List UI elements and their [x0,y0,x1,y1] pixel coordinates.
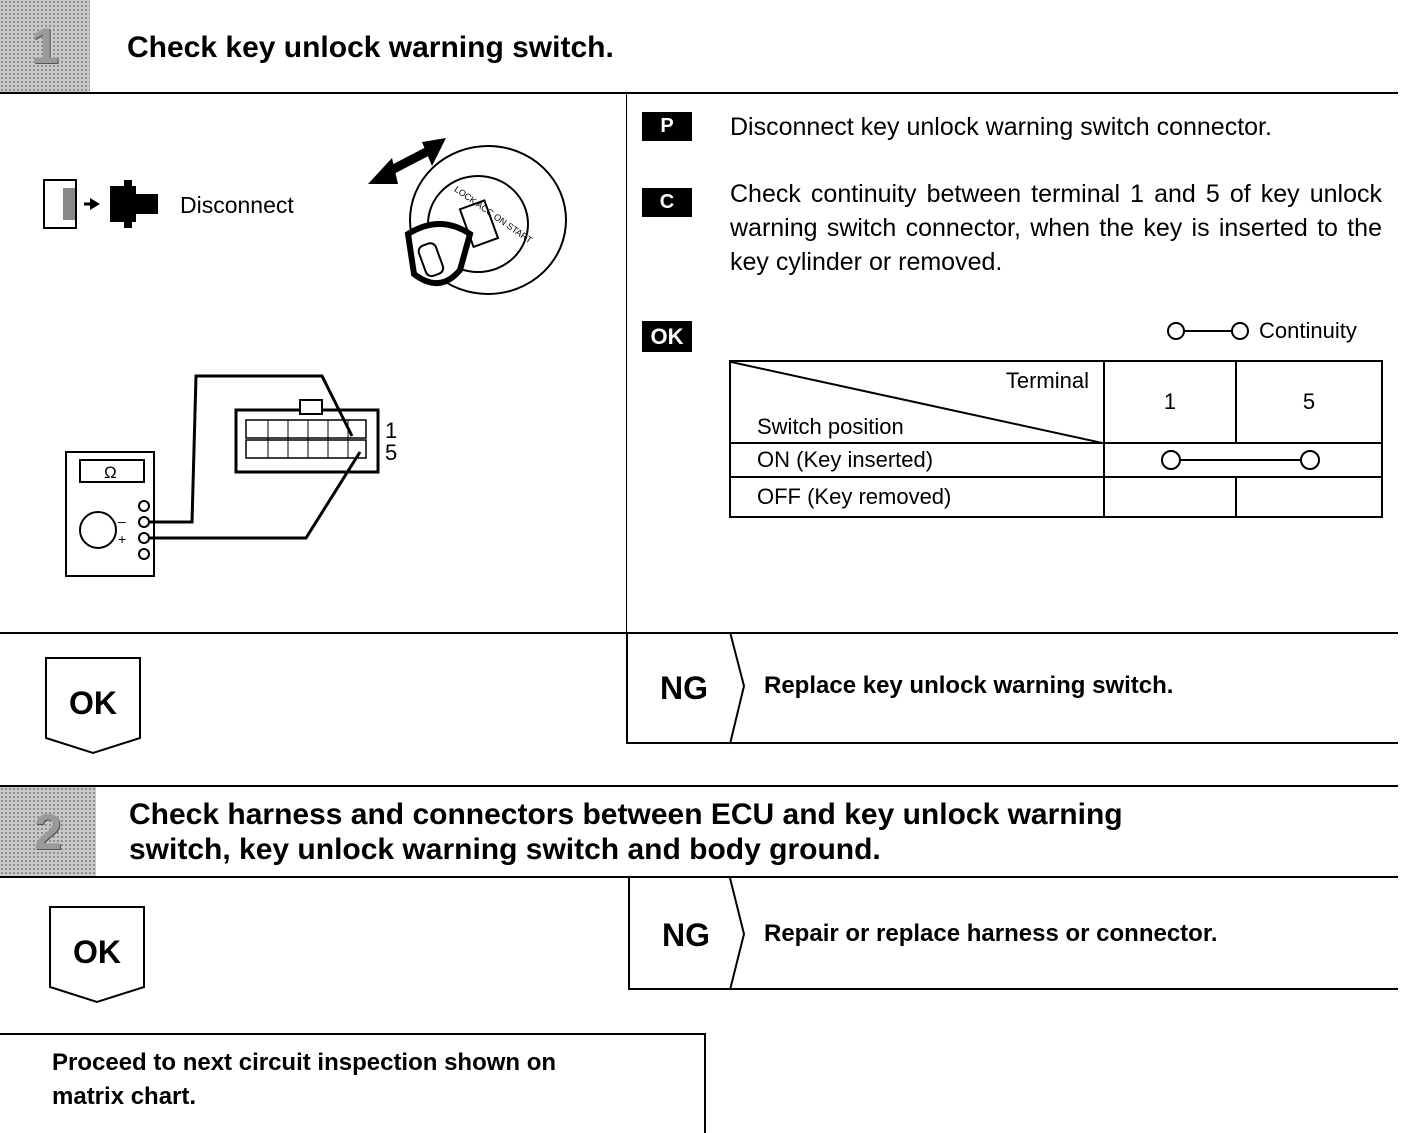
panel-divider [626,94,627,632]
step2-ng-label: NG [662,917,710,953]
cell-off-1 [1103,476,1237,518]
step2-ng-box [628,878,1398,991]
step1-ng-box [626,632,1398,745]
table-header-corner: Terminal Switch position [729,360,1107,444]
prep-badge: P [642,112,692,141]
connector-icon [234,399,380,474]
column-header-5: 5 [1235,360,1383,444]
ohmmeter-icon [65,451,155,577]
meter-plus: + [118,531,126,547]
meter-symbol: Ω [104,463,117,482]
row-label-off: OFF (Key removed) [729,476,1105,518]
step-title: Check key unlock warning switch. [127,31,614,64]
step1-ok-label: OK [69,685,117,721]
double-arrow-icon [368,138,446,184]
check-badge: C [642,188,692,217]
row-label-on: ON (Key inserted) [729,442,1105,478]
step2-ok-arrow[interactable]: OK [48,905,148,1005]
step2-title-line2: switch, key unlock warning switch and bo… [129,833,881,866]
header-divider [0,92,1398,94]
step-number-badge: 1 [0,0,90,92]
continuity-mark [1103,442,1383,478]
step1-ng-label: NG [660,670,708,706]
column-header-1: 1 [1103,360,1237,444]
ok-badge: OK [642,321,692,352]
continuity-mark-icon [1161,450,1320,470]
illustration: Disconnect Ω – + 1 5 LOCK ACC ON START [43,138,567,577]
check-instruction: Check continuity between terminal 1 and … [730,180,1382,276]
disconnect-label: Disconnect [180,192,294,218]
final-instruction-line2: matrix chart. [52,1083,197,1110]
header-terminal: Terminal [1005,368,1089,393]
diagonal-divider [731,362,1107,444]
step2-header-divider [0,876,1398,878]
terminal-5-label: 5 [385,440,397,465]
prep-instruction: Disconnect key unlock warning switch con… [730,113,1272,141]
continuity-table: Terminal Switch position 1 5 ON (Key ins… [729,360,1383,518]
disconnect-icon [43,179,158,229]
step2-number: 2 [34,804,62,860]
step2-ok-label: OK [73,934,121,970]
step1-ng-action: Replace key unlock warning switch. [764,672,1174,699]
continuity-legend: Continuity [1165,316,1357,346]
step2-number-badge: 2 [0,787,96,877]
step2-top-divider [0,785,1398,787]
step1-ok-arrow[interactable]: OK [44,656,144,756]
step2-ng-action: Repair or replace harness or connector. [764,920,1218,947]
test-lead-positive [149,451,362,540]
cell-off-5 [1235,476,1383,518]
step1-bottom-divider [0,632,1398,634]
continuity-label: Continuity [1259,318,1357,343]
step-number: 1 [31,18,59,74]
meter-minus: – [118,513,126,529]
final-instruction-box: Proceed to next circuit inspection shown… [0,1033,706,1133]
step2-title-line1: Check harness and connectors between ECU… [129,798,1123,831]
test-lead-negative [149,374,354,524]
header-switch-position: Switch position [757,414,904,439]
continuity-symbol-icon [1167,322,1249,340]
key-cylinder-icon [404,145,567,295]
terminal-1-label: 1 [385,418,397,443]
final-instruction-line1: Proceed to next circuit inspection shown… [52,1049,557,1076]
